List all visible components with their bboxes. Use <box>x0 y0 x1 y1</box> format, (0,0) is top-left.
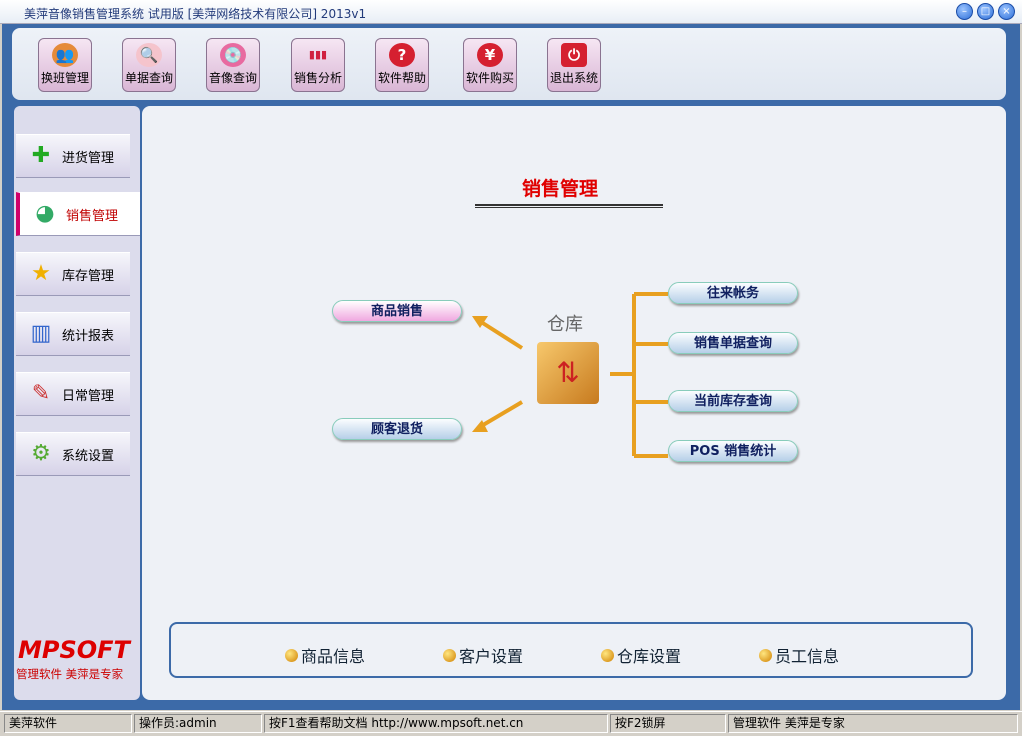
bar-chart-icon: ▮▮▮ <box>308 48 328 61</box>
window-title: 美萍音像销售管理系统 试用版 [美萍网络技术有限公司] 2013v1 <box>24 7 367 21</box>
warehouse-label: 仓库 <box>547 314 583 335</box>
sales-analysis-button[interactable]: ▮▮▮销售分析 <box>291 38 345 92</box>
pie-icon: ◕ <box>35 201 55 226</box>
yen-icon: ¥ <box>477 43 503 67</box>
status-lock: 按F2锁屏 <box>610 714 726 733</box>
status-bar: 美萍软件 操作员:admin 按F1查看帮助文档 http://www.mpso… <box>0 711 1022 736</box>
sidebar-item-settings[interactable]: ⚙系统设置 <box>16 432 130 476</box>
main-panel: 销售管理 商品销售 顾客退货 仓库 ⇅ 往来帐务 销售单据查询 当前库存查询 P… <box>142 106 1006 700</box>
maximize-button[interactable]: □ <box>977 3 994 20</box>
stock-query-button[interactable]: 当前库存查询 <box>668 390 798 412</box>
quick-warehouse-settings[interactable]: 仓库设置 <box>601 643 681 667</box>
plus-icon: ✚ <box>31 143 51 168</box>
disc-icon: 💿 <box>220 43 246 67</box>
sidebar-item-sales[interactable]: ◕销售管理 <box>16 192 140 236</box>
quick-links-bar: 商品信息 客户设置 仓库设置 员工信息 <box>169 622 973 678</box>
status-app: 美萍软件 <box>4 714 132 733</box>
quick-product-info[interactable]: 商品信息 <box>285 643 365 667</box>
help-icon: ? <box>389 43 415 67</box>
receipt-query-button[interactable]: 🔍单据查询 <box>122 38 176 92</box>
bullet-icon <box>759 648 772 662</box>
title-bar: 美萍音像销售管理系统 试用版 [美萍网络技术有限公司] 2013v1 – □ × <box>0 0 1022 24</box>
sidebar: ✚进货管理 ◕销售管理 ★库存管理 ▥统计报表 ✎日常管理 ⚙系统设置 MPSO… <box>14 106 140 700</box>
sidebar-item-purchase[interactable]: ✚进货管理 <box>16 134 130 178</box>
status-slogan: 管理软件 美萍是专家 <box>728 714 1018 733</box>
sidebar-item-inventory[interactable]: ★库存管理 <box>16 252 130 296</box>
page-title: 销售管理 <box>522 178 599 200</box>
bar-chart-icon: ▥ <box>30 321 52 346</box>
customer-return-button[interactable]: 顾客退货 <box>332 418 462 440</box>
slogan: 管理软件 美萍是专家 <box>16 667 124 681</box>
bullet-icon <box>443 648 456 662</box>
sidebar-item-daily[interactable]: ✎日常管理 <box>16 372 130 416</box>
quick-customer-settings[interactable]: 客户设置 <box>443 643 523 667</box>
status-help: 按F1查看帮助文档 http://www.mpsoft.net.cn <box>264 714 608 733</box>
search-icon: 🔍 <box>136 43 162 67</box>
sales-receipt-query-button[interactable]: 销售单据查询 <box>668 332 798 354</box>
media-query-button[interactable]: 💿音像查询 <box>206 38 260 92</box>
bullet-icon <box>601 648 614 662</box>
sidebar-item-reports[interactable]: ▥统计报表 <box>16 312 130 356</box>
accounts-button[interactable]: 往来帐务 <box>668 282 798 304</box>
help-button[interactable]: ?软件帮助 <box>375 38 429 92</box>
shift-button[interactable]: 👥换班管理 <box>38 38 92 92</box>
warehouse-box-icon: ⇅ <box>537 342 599 404</box>
power-icon: ⏻ <box>561 43 587 67</box>
exit-button[interactable]: ⏻退出系统 <box>547 38 601 92</box>
gear-icon: ⚙ <box>31 441 51 466</box>
mpsoft-logo: MPSOFT <box>18 636 130 664</box>
flow-arrows <box>472 292 668 458</box>
brush-icon: ✎ <box>31 381 51 406</box>
close-button[interactable]: × <box>998 3 1015 20</box>
status-operator: 操作员:admin <box>134 714 262 733</box>
pos-stats-button[interactable]: POS 销售统计 <box>668 440 798 462</box>
buy-button[interactable]: ¥软件购买 <box>463 38 517 92</box>
toolbar: 👥换班管理 🔍单据查询 💿音像查询 ▮▮▮销售分析 ?软件帮助 ¥软件购买 ⏻退… <box>12 28 1006 100</box>
product-sales-button[interactable]: 商品销售 <box>332 300 462 322</box>
bullet-icon <box>285 648 298 662</box>
star-icon: ★ <box>31 261 51 286</box>
quick-employee-info[interactable]: 员工信息 <box>759 643 839 667</box>
users-icon: 👥 <box>52 43 78 67</box>
title-underline <box>475 204 663 208</box>
minimize-button[interactable]: – <box>956 3 973 20</box>
